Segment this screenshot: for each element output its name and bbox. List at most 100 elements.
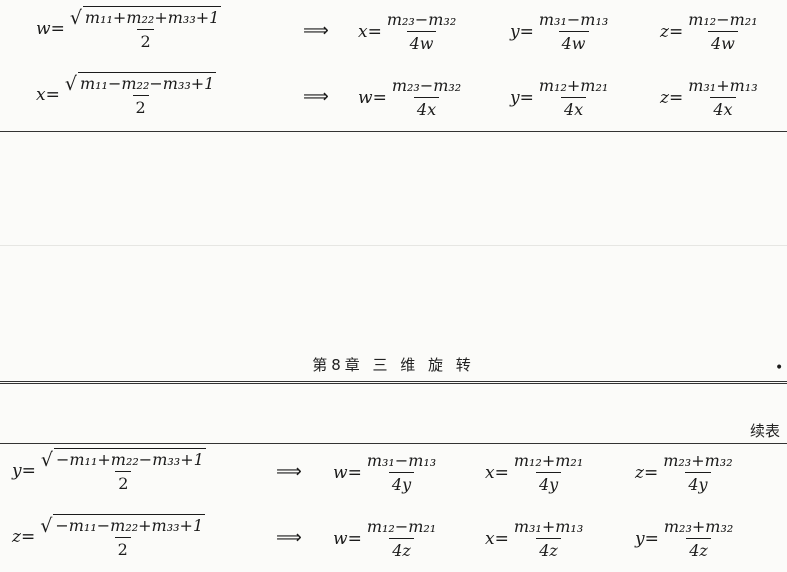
lhs-variable: y [12,460,22,481]
equals-sign: = [519,21,534,42]
denominator: 4z [536,538,561,560]
equals-sign: = [21,460,36,481]
denominator: 2 [115,471,132,493]
sqrt-numerator: √−m₁₁−m₂₂+m₃₃+1 [37,514,208,537]
radical-icon: √ [40,449,53,471]
implies-arrow-icon: ⟹ [303,86,329,107]
term-variable: w [333,528,348,549]
numerator: m₃₁+m₁₃ [688,76,758,95]
equals-sign: = [644,528,659,549]
term-equation: w= m₃₁−m₁₃ 4y [333,451,439,494]
sqrt-numerator: √m₁₁−m₂₂−m₃₃+1 [62,72,220,95]
term-fraction: m₂₃+m₃₂ 4y [660,451,735,494]
implies-arrow-icon: ⟹ [276,461,302,482]
term-variable: z [660,21,669,42]
equals-sign: = [45,84,60,105]
term-variable: w [358,87,373,108]
denominator: 4y [685,472,711,494]
term-equation: w= m₂₃−m₃₂ 4x [358,76,464,119]
term-equation: y= m₂₃+m₃₂ 4z [635,517,736,560]
equals-sign: = [668,87,684,108]
term-fraction: m₁₂+m₂₁ 4y [511,451,586,494]
term-fraction: m₂₃−m₃₂ 4x [389,76,464,119]
dot-mark: • [775,360,784,376]
term-fraction: m₃₁−m₁₃ 4w [536,10,611,53]
lhs-equation: x = √m₁₁−m₂₂−m₃₃+1 2 [36,72,219,117]
denominator: 4y [535,472,562,494]
denominator: 2 [132,95,149,117]
denominator: 2 [114,537,131,559]
sqrt-numerator: √−m₁₁+m₂₂−m₃₃+1 [38,448,209,471]
lhs-variable: x [36,84,46,105]
equals-sign: = [643,462,659,483]
implies-arrow-icon: ⟹ [303,20,329,41]
term-fraction: m₃₁−m₁₃ 4y [364,451,439,494]
sqrt-numerator: √m₁₁+m₂₂+m₃₃+1 [67,6,225,29]
numerator: m₂₃−m₃₂ [391,76,462,95]
radical-icon: √ [69,7,82,29]
numerator: m₃₁+m₁₃ [513,517,584,536]
term-fraction: m₂₃−m₃₂ 4w [384,10,459,53]
denominator: 4y [388,472,415,494]
lhs-equation: y = √−m₁₁+m₂₂−m₃₃+1 2 [12,448,209,493]
equals-sign: = [494,462,509,483]
equals-sign: = [347,528,362,549]
lhs-equation: z = √−m₁₁−m₂₂+m₃₃+1 2 [12,514,208,559]
numerator: m₂₃−m₃₂ [386,10,457,29]
term-variable: x [485,528,495,549]
numerator: m₁₂+m₂₁ [538,76,609,95]
radicand: −m₁₁+m₂₂−m₃₃+1 [53,448,206,469]
term-fraction: m₃₁+m₁₃ 4z [511,517,586,560]
denominator: 2 [137,29,154,51]
denominator: 4w [406,31,437,53]
numerator: m₁₂+m₂₁ [513,451,584,470]
equals-sign: = [50,18,65,39]
lhs-variable: w [36,18,51,39]
radicand: m₁₁−m₂₂−m₃₃+1 [77,72,217,93]
table-bottom-rule [0,131,787,132]
term-equation: z= m₃₁+m₁₃ 4x [660,76,761,119]
term-fraction: m₁₂+m₂₁ 4x [536,76,611,119]
term-variable: x [358,21,368,42]
term-variable: w [333,462,348,483]
denominator: 4z [686,538,711,560]
radical-icon: √ [40,515,53,537]
continued-label: 续表 [750,422,781,440]
equals-sign: = [367,21,382,42]
term-variable: y [635,528,645,549]
term-fraction: m₂₃+m₃₂ 4z [661,517,736,560]
term-variable: y [510,87,520,108]
table-top-rule [0,443,787,444]
numerator: m₁₂−m₂₁ [366,517,437,536]
denominator: 4x [560,97,587,119]
numerator: m₂₃+m₃₂ [663,517,734,536]
lhs-variable: z [12,526,21,547]
radicand: −m₁₁−m₂₂+m₃₃+1 [53,514,206,535]
term-equation: y= m₃₁−m₁₃ 4w [510,10,611,53]
equals-sign: = [20,526,36,547]
numerator: m₃₁−m₁₃ [538,10,609,29]
implies-arrow-icon: ⟹ [276,527,302,548]
lhs-fraction: √−m₁₁+m₂₂−m₃₃+1 2 [38,448,209,493]
equals-sign: = [372,87,387,108]
lhs-fraction: √m₁₁+m₂₂+m₃₃+1 2 [67,6,225,51]
radical-icon: √ [64,73,77,95]
denominator: 4w [707,31,738,53]
numerator: m₃₁−m₁₃ [366,451,437,470]
term-variable: y [510,21,520,42]
denominator: 4w [558,31,589,53]
term-variable: z [660,87,669,108]
running-header: 第8章 三 维 旋 转 [312,356,475,374]
equals-sign: = [494,528,509,549]
numerator: m₂₃+m₃₂ [663,451,733,470]
header-rule [0,381,787,384]
term-equation: x= m₂₃−m₃₂ 4w [358,10,459,53]
equals-sign: = [347,462,362,483]
denominator: 4x [710,97,736,119]
denominator: 4x [413,97,440,119]
